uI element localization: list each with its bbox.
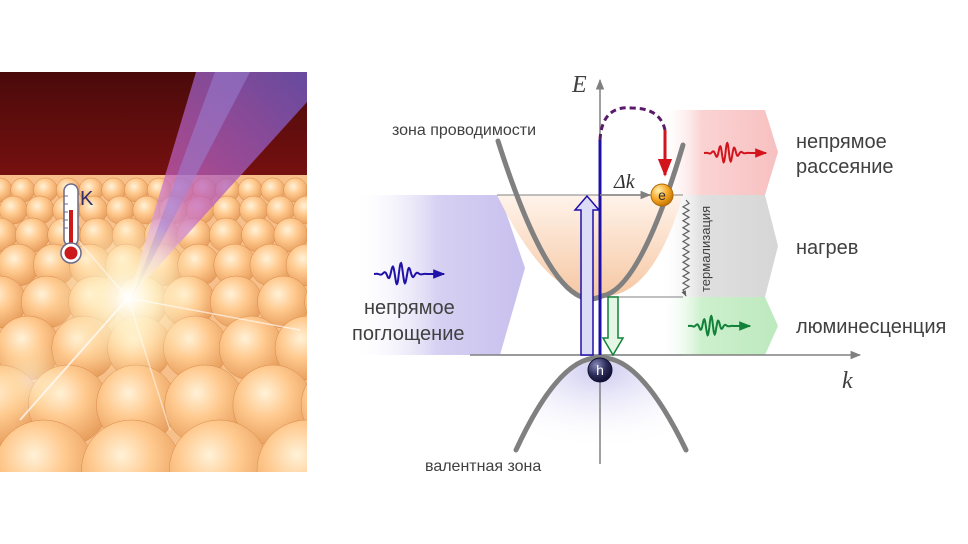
scattering-label-line2: рассеяние (796, 156, 894, 178)
energy-axis-label: E (571, 72, 587, 98)
lattice-sphere (81, 419, 182, 472)
valence-band-label: валентная зона (425, 458, 541, 475)
delta-k-label: Δk (613, 171, 636, 193)
lattice-sphere (274, 315, 307, 381)
absorption-arrow (573, 194, 601, 356)
thermalization-wave (681, 199, 691, 297)
lattice-sphere (292, 195, 307, 225)
lattice-sphere (306, 185, 307, 195)
luminescence-label: люминесценция (796, 316, 946, 338)
lattice-sphere (305, 229, 307, 241)
scattering-path (598, 106, 667, 141)
conduction-band-curve (495, 138, 686, 302)
lattice-sphere (300, 383, 307, 427)
electron (650, 183, 674, 207)
thermalization-label: термализация (698, 206, 713, 292)
heating-label: нагрев (796, 237, 858, 259)
scattering-wave-icon (704, 141, 768, 164)
thermometer-icon (60, 183, 82, 264)
luminescence-wave-icon (688, 314, 752, 337)
absorption-label-line2: поглощение (352, 323, 465, 345)
electron-label: e (658, 187, 666, 203)
absorption-label-line1: непрямое (364, 297, 455, 319)
lattice-sphere (256, 419, 307, 472)
scattering-label-line1: непрямое (796, 131, 887, 153)
luminescence-arrow (601, 296, 625, 357)
luminescence-band (660, 297, 778, 355)
momentum-axis-label: k (842, 368, 853, 394)
thermometer-unit: K (80, 188, 94, 210)
lattice-sphere (0, 419, 95, 472)
heating-band (660, 195, 778, 297)
lattice-sphere (304, 290, 307, 314)
lattice-sphere (320, 196, 348, 224)
hole (587, 357, 613, 383)
nanostructure-illustration: K (0, 72, 348, 472)
lattice-sphere (285, 243, 307, 287)
hole-label: h (596, 362, 604, 378)
lattice-sphere (169, 419, 270, 472)
conduction-band-label: зона проводимости (392, 122, 536, 139)
absorption-wave-icon (374, 261, 446, 286)
